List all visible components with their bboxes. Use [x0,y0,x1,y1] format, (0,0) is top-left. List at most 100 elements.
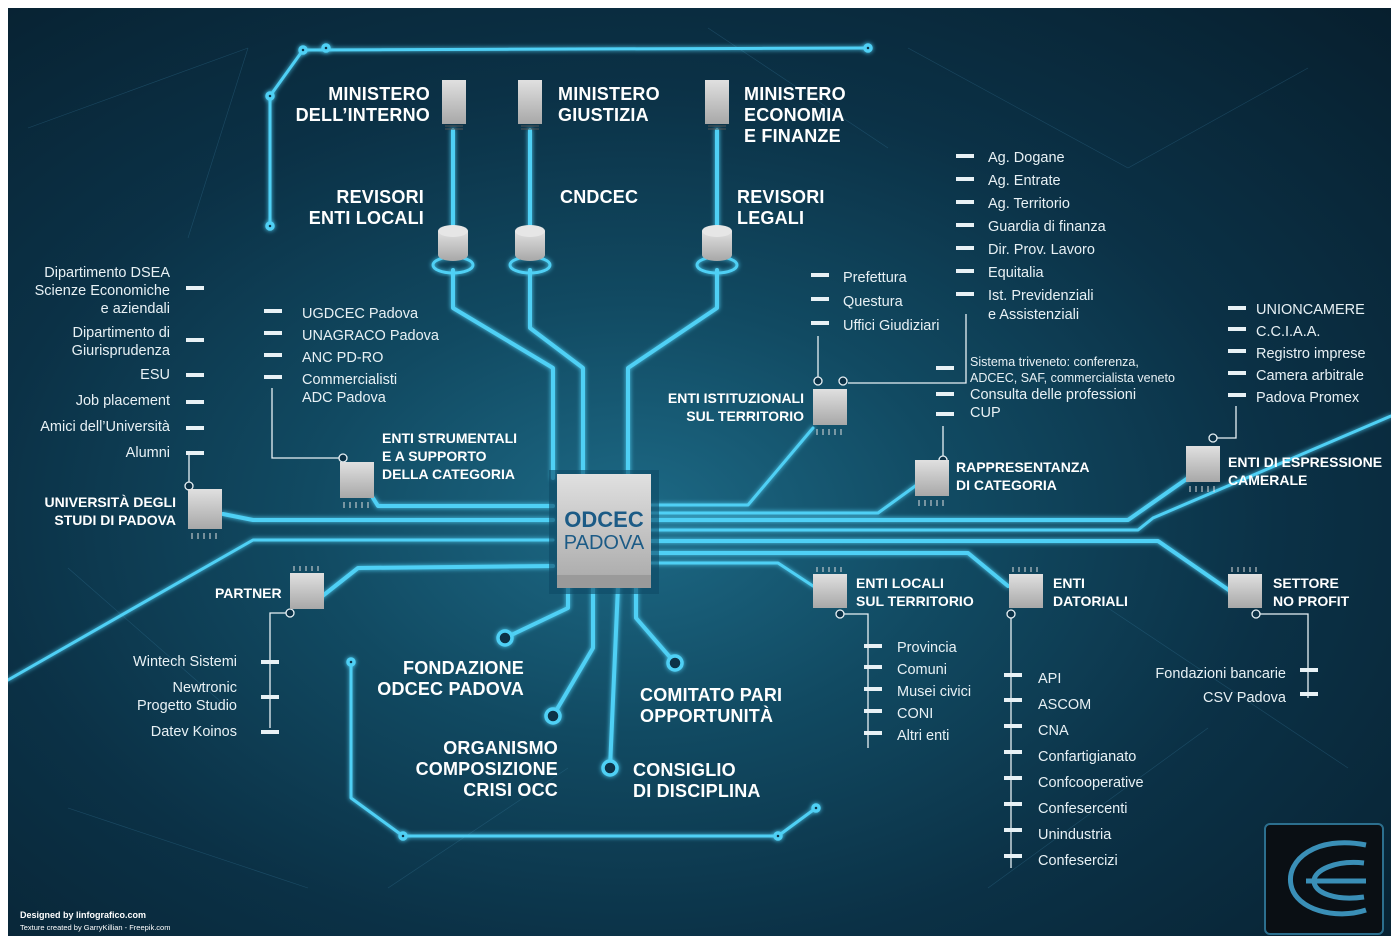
credit-texture: Texture created by GarryKillian - Freepi… [20,923,171,932]
list-item: Confesercenti [1038,801,1128,817]
list-item: Commercialisti [302,372,398,388]
list-item: Wintech Sistemi [133,654,237,670]
list-item: Job placement [75,393,170,409]
university-list: Dipartimento DSEA Scienze Economiche e az… [18,264,170,462]
network-texture [27,27,1349,889]
list-item: CONI [897,706,934,722]
list-item: API [1038,671,1062,687]
list-item: CNA [1038,723,1069,739]
brand-logo [1264,823,1384,935]
list-item: Uffici Giudiziari [843,318,940,334]
partner-label: PARTNER [215,585,282,601]
list-item: Ag. Entrate [988,173,1061,189]
list-item: Ist. Previdenziali [988,288,1094,304]
list-item: Questura [843,294,903,310]
list-item: ASCOM [1038,697,1092,713]
center-title: ODCEC [564,507,644,532]
list-item: ADC Padova [302,390,386,406]
list-item: Newtronic [172,680,237,696]
list-item: Registro imprese [1256,346,1366,362]
list-item: Camera arbitrale [1256,368,1364,384]
list-item: Guardia di finanza [988,219,1106,235]
list-item: Confesercizi [1038,853,1118,869]
chips [188,389,1262,609]
bullet-dashes [186,154,1318,858]
list-item: C.C.I.A.A. [1256,324,1321,340]
list-item: ESU [140,367,170,383]
wire-nodes [265,43,873,841]
list-item: Consulta delle professioni [970,387,1137,403]
list-item: Fondazioni bancarie [1155,666,1286,682]
list-item: Alumni [125,445,170,461]
list-item: Giurisprudenza [71,343,170,359]
list-item: Dipartimento DSEA [44,265,170,281]
wire-bus [8,46,1391,838]
rappresentanza-list: Sistema triveneto: conferenza, ADCEC, SA… [970,354,1175,422]
list-item: Padova Promex [1256,390,1360,406]
datoriali-list: API ASCOM CNA Confartigianato Confcooperat… [1038,666,1144,874]
list-item: e Assistenziali [988,307,1080,323]
list-item: Ag. Territorio [988,196,1070,212]
list-item: Comuni [897,662,947,678]
center-subtitle: PADOVA [563,532,645,554]
partner-list: Wintech Sistemi Newtronic Progetto Studi… [98,653,237,741]
list-item: CUP [970,405,1001,421]
list-item: UGDCEC Padova [302,306,419,322]
list-item: UNAGRACO Padova [302,328,439,344]
list-item: Musei civici [897,684,972,700]
list-item: Equitalia [988,265,1044,281]
ministry-plugs [442,80,729,130]
list-item: Confcooperative [1038,775,1144,791]
list-item: UNIONCAMERE [1256,302,1365,318]
list-item: Prefettura [843,270,907,286]
list-item: Dir. Prov. Lavoro [988,242,1095,258]
small-nodes [184,376,1261,619]
list-item: Altri enti [897,728,950,744]
list-item: Amici dell’Università [40,419,170,435]
list-item: e aziendali [100,301,170,317]
list-item: Ag. Dogane [988,150,1065,166]
circuit-wires [8,27,1391,889]
database-cylinders [431,225,739,275]
list-item: Confartigianato [1038,749,1137,765]
register-cndcec: CNDCEC [560,187,639,207]
list-item: CSV Padova [1202,690,1286,706]
credit-designer: Designed by linfografico.com [20,910,147,920]
list-item: Datev Koinos [150,724,237,740]
central-chip [549,470,659,594]
list-item: Progetto Studio [137,698,237,714]
brand-logo-icon [1287,840,1367,917]
list-item: ADCEC, SAF, commercialista veneto [970,371,1175,385]
list-item: Scienze Economiche [34,283,170,299]
thin-connectors [188,314,1309,868]
list-item: Sistema triveneto: conferenza, [970,355,1139,369]
list-item: Provincia [897,640,957,656]
list-item: Dipartimento di [72,325,170,341]
list-item: Unindustria [1038,827,1112,843]
list-item: ANC PD-RO [302,350,384,366]
